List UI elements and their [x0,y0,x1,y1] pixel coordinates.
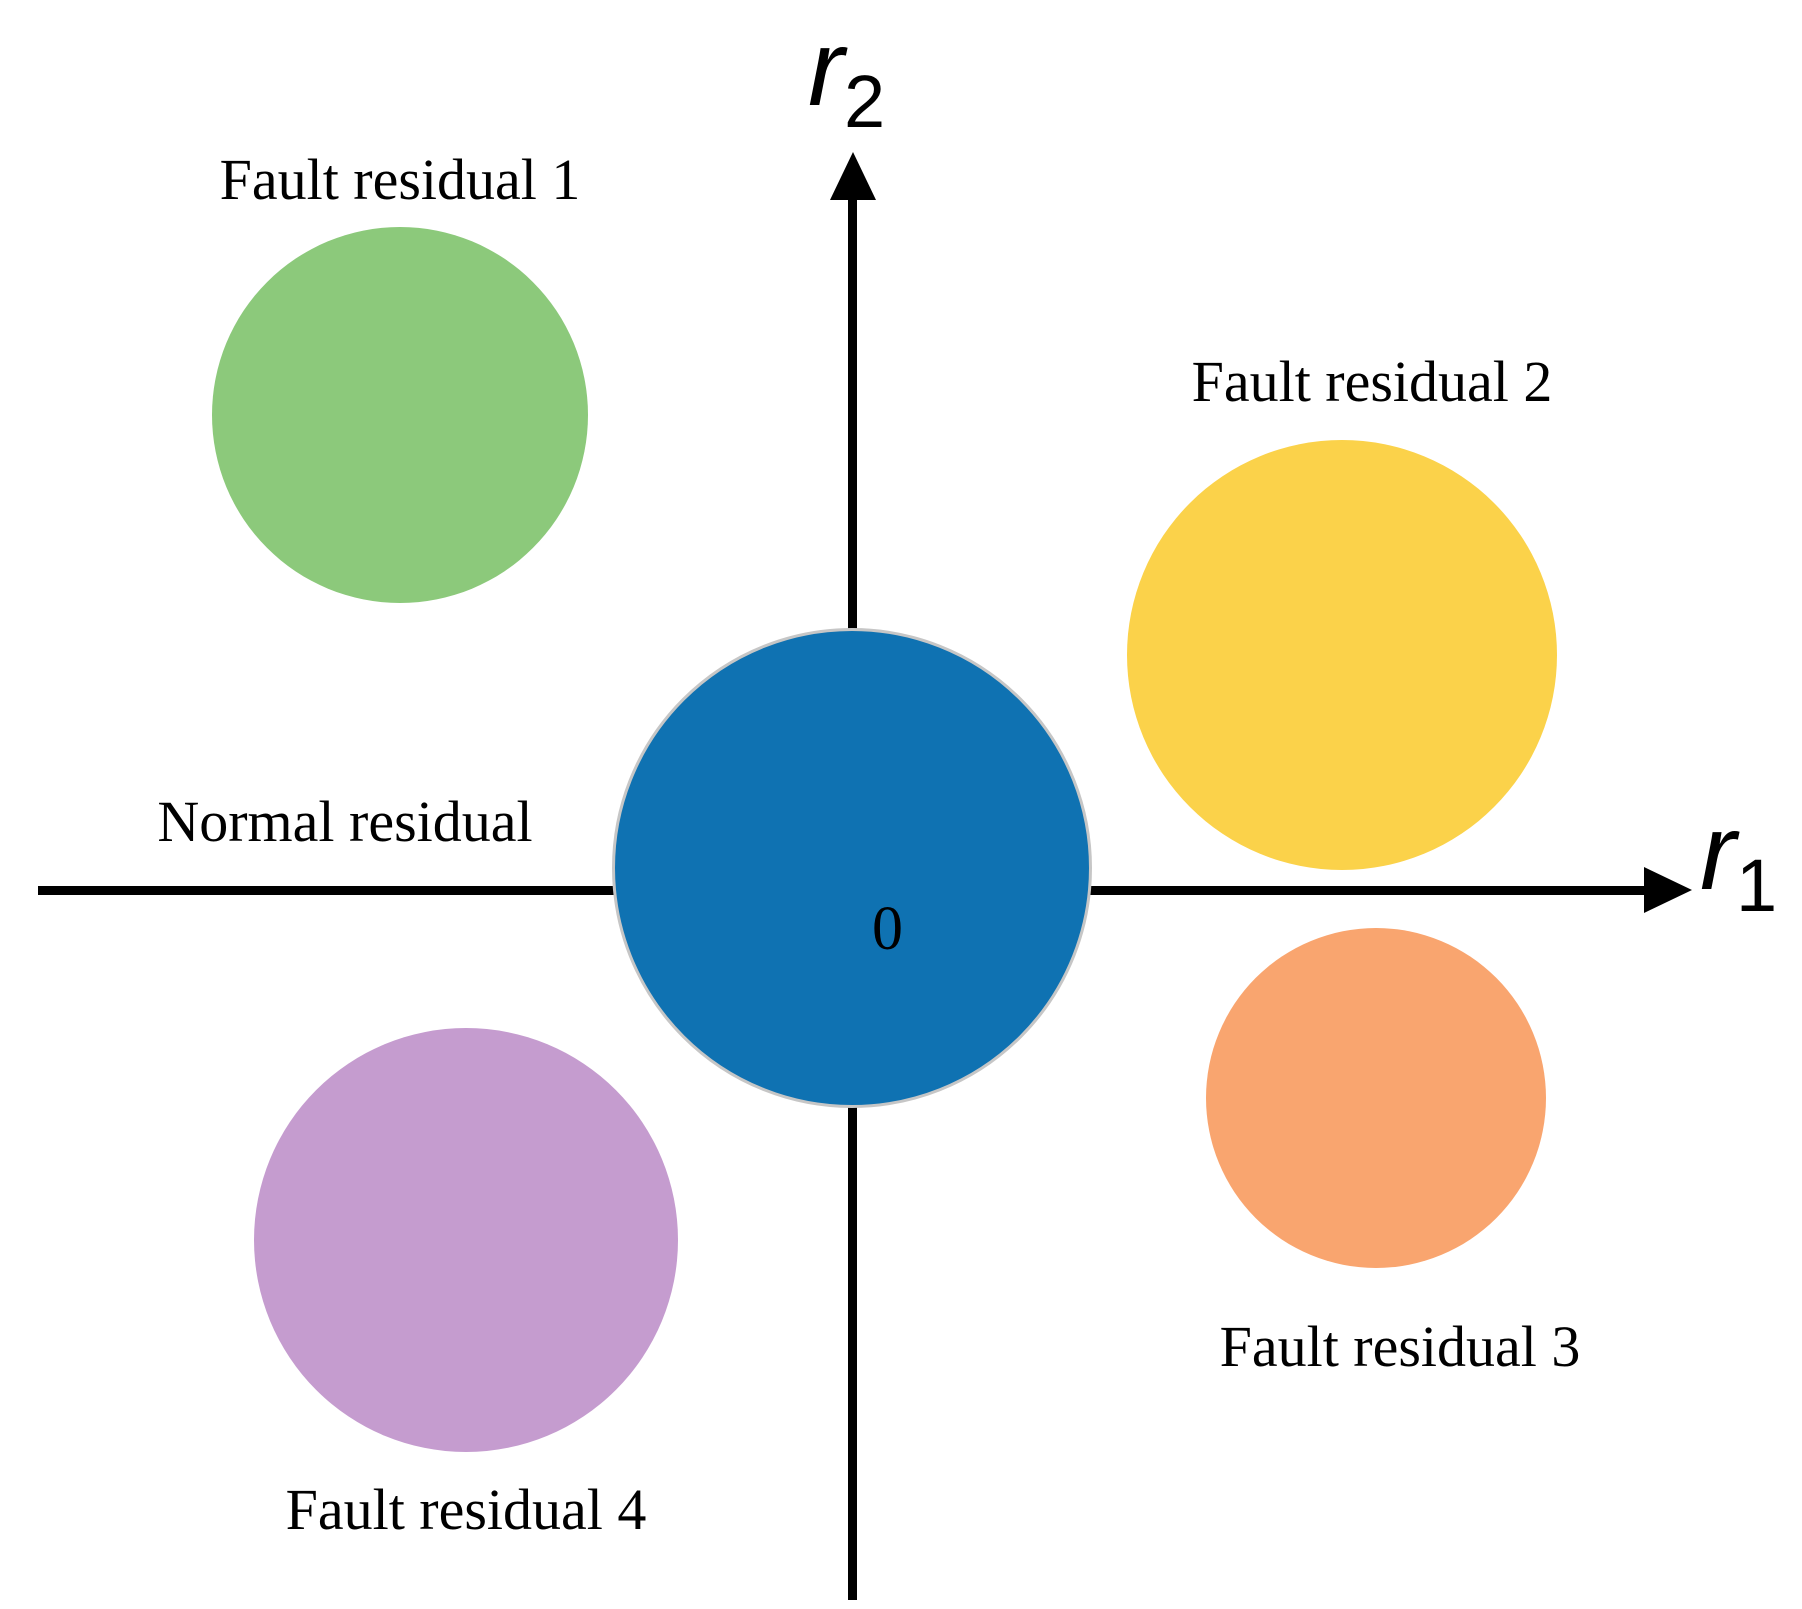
fault-residual-2-circle [1127,440,1557,870]
x-axis-label: r1 [1700,798,1777,923]
fault-residual-4-circle [254,1028,678,1452]
fault-residual-2-label: Fault residual 2 [1191,349,1553,414]
fault-residual-4-label: Fault residual 4 [285,1477,647,1542]
y-axis-subscript: 2 [843,60,886,143]
fault-residual-3-circle [1206,928,1546,1268]
normal-residual-circle [612,628,1092,1108]
fault-residual-1-label: Fault residual 1 [219,147,581,212]
x-axis-subscript: 1 [1735,844,1778,927]
fault-residual-3-label: Fault residual 3 [1219,1314,1581,1379]
origin-label: 0 [872,895,903,963]
x-axis-symbol: r [1700,791,1736,912]
x-axis-arrowhead-icon [1644,867,1692,913]
y-axis-label: r2 [808,14,885,139]
y-axis-arrowhead-icon [830,152,876,200]
normal-residual-label: Normal residual [157,789,533,854]
y-axis-symbol: r [808,7,844,128]
fault-residual-1-circle [212,227,588,603]
